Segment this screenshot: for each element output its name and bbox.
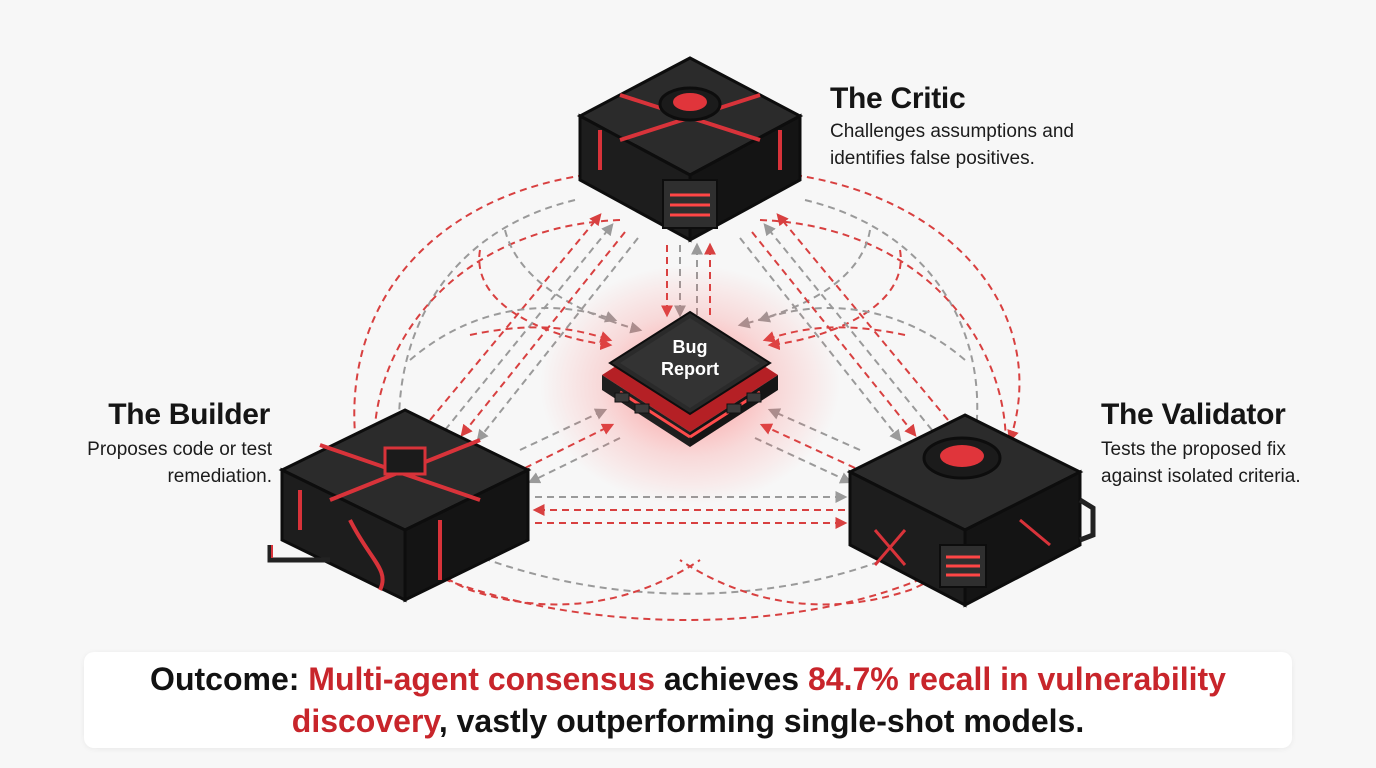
- outcome-prefix: Outcome:: [150, 661, 309, 697]
- critic-description: Challenges assumptions and identifies fa…: [830, 118, 1130, 172]
- critic-desc-line2: identifies false positives.: [830, 148, 1035, 169]
- loop-outer-right-2: [804, 199, 983, 443]
- builder-title: The Builder: [108, 398, 270, 431]
- arrow-critic-to-builder-1: [460, 231, 626, 437]
- bug-report-label-line1: Bug: [673, 337, 708, 357]
- connection-arrows: [352, 174, 1021, 621]
- loop-big-ellipse-right: [679, 219, 1007, 606]
- arrow-critic-to-builder-2: [476, 237, 639, 442]
- outcome-line1: Outcome: Multi-agent consensus achieves …: [84, 658, 1292, 700]
- outcome-highlight-recall: 84.7% recall in vulnerability: [807, 661, 1226, 697]
- outcome-highlight-discovery: discovery: [291, 703, 439, 739]
- arrow-builder-to-critic-1: [429, 213, 602, 421]
- arrow-critic-to-validator-2: [739, 237, 902, 442]
- loop-inner-top-right: [737, 229, 871, 329]
- validator-title: The Validator: [1101, 398, 1286, 431]
- loop-outer-left: [352, 174, 586, 473]
- validator-desc-line2: against isolated criteria.: [1101, 466, 1301, 487]
- validator-desc-line1: Tests the proposed fix: [1101, 439, 1286, 460]
- outcome-suffix: , vastly outperforming single-shot model…: [438, 703, 1085, 739]
- loop-outer-left-2: [393, 199, 576, 453]
- arrow-validator-to-critic-1: [776, 213, 949, 421]
- outcome-mid: achieves: [654, 661, 808, 697]
- validator-agent-icon: [846, 413, 1096, 608]
- builder-desc-line2: remediation.: [167, 466, 272, 487]
- critic-agent-icon: [576, 56, 804, 243]
- arrow-validator-to-critic-2: [763, 223, 933, 431]
- bug-report-node: Bug Report: [540, 265, 840, 505]
- bug-report-chip: [602, 310, 778, 447]
- loop-left-small: [469, 326, 613, 343]
- critic-title: The Critic: [830, 82, 966, 115]
- loop-outer-right: [794, 174, 1021, 443]
- outcome-banner: Outcome: Multi-agent consensus achieves …: [84, 652, 1292, 748]
- arrow-critic-to-validator-1: [751, 231, 917, 437]
- validator-description: Tests the proposed fix against isolated …: [1101, 436, 1376, 490]
- bug-report-label-line2: Report: [661, 359, 719, 379]
- arrow-builder-to-critic-2: [444, 223, 614, 431]
- outcome-line2: discovery, vastly outperforming single-s…: [84, 700, 1292, 742]
- loop-outer-bottom-2: [449, 543, 923, 595]
- critic-desc-line1: Challenges assumptions and: [830, 121, 1074, 142]
- builder-description: Proposes code or test remediation.: [0, 436, 272, 490]
- loop-big-ellipse-left: [373, 219, 701, 606]
- builder-agent-icon: [267, 408, 532, 603]
- outcome-highlight-consensus: Multi-agent consensus: [308, 661, 655, 697]
- builder-desc-line1: Proposes code or test: [87, 439, 272, 460]
- loop-outer-bottom: [399, 558, 963, 621]
